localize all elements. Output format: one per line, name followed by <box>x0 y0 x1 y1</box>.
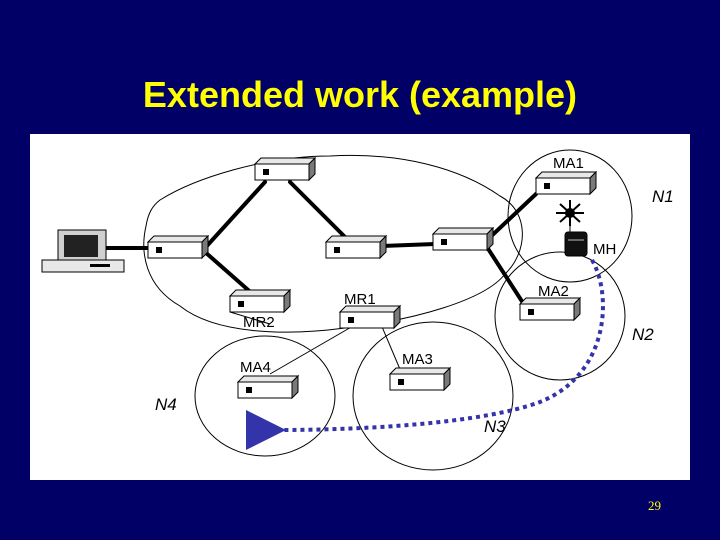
movement-arrow <box>245 258 605 451</box>
label-ma3: MA3 <box>402 351 433 368</box>
router-ma2 <box>519 297 581 321</box>
router-top <box>254 157 316 181</box>
label-n1: N1 <box>652 187 674 206</box>
label-mr2: MR2 <box>243 314 275 331</box>
label-n4: N4 <box>155 395 177 414</box>
cell-n3 <box>352 321 514 471</box>
label-ma1: MA1 <box>553 155 584 172</box>
wired-links <box>103 180 538 308</box>
cell-n1 <box>507 149 633 283</box>
cell-n4 <box>194 335 336 457</box>
label-ma2: MA2 <box>538 283 569 300</box>
label-mr1: MR1 <box>344 291 376 308</box>
label-n3: N3 <box>484 417 506 436</box>
router-ma3 <box>389 367 451 391</box>
network-diagram: MA1 MH MA2 MR1 MR2 MA3 MA4 N1 N2 N3 N4 <box>30 134 690 480</box>
router-mr2 <box>229 289 291 313</box>
router-ma4 <box>237 375 299 399</box>
router-left <box>147 235 209 259</box>
mobile-host-icon <box>564 231 588 257</box>
page-number: 29 <box>648 498 661 513</box>
backbone-cloud <box>143 154 523 333</box>
router-right <box>432 227 494 251</box>
label-mh: MH <box>593 241 616 258</box>
computer-icon <box>41 229 125 273</box>
label-ma4: MA4 <box>240 359 271 376</box>
router-ma1 <box>535 171 597 195</box>
antenna-icon <box>556 200 584 234</box>
router-center <box>325 235 387 259</box>
slide-title: Extended work (example) <box>142 74 578 115</box>
router-mr1 <box>339 305 401 329</box>
thin-links <box>229 311 403 375</box>
label-n2: N2 <box>632 325 654 344</box>
cell-n2 <box>494 251 626 381</box>
